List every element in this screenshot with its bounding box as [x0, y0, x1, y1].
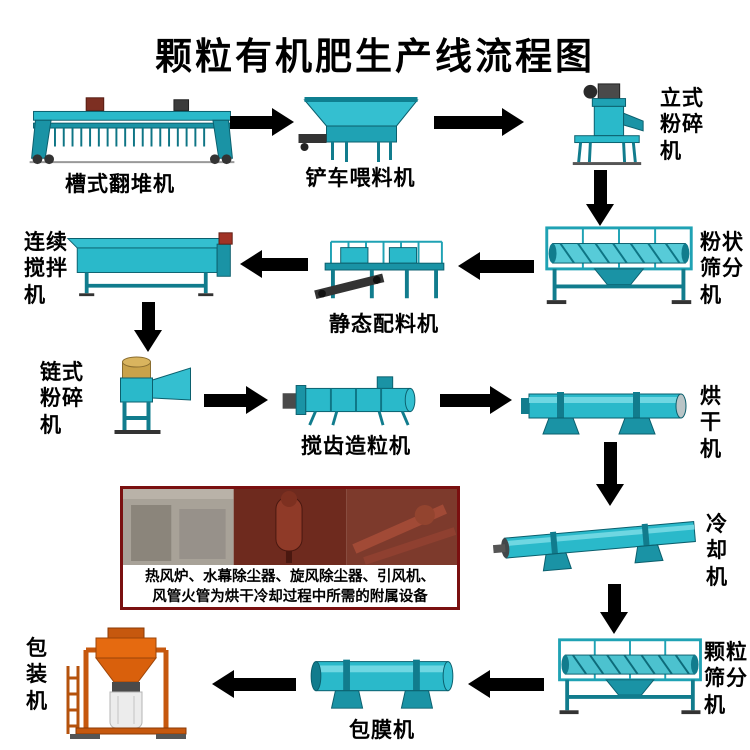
arrow-head — [600, 612, 628, 634]
node-loader-feeder — [298, 94, 424, 164]
auxiliary-equipment-photos — [123, 489, 457, 565]
node-dryer — [520, 380, 692, 440]
label-coating-machine: 包膜机 — [349, 719, 415, 742]
arrow-shaft — [234, 677, 296, 691]
arrow-head — [490, 386, 512, 414]
arrow-head — [212, 670, 234, 698]
auxiliary-equipment-note-box: 热风炉、水幕除尘器、旋风除尘器、引风机、 风管火管为烘干冷却过程中所需的附属设备 — [120, 486, 460, 610]
vertical-crusher-image — [572, 83, 644, 166]
arrow-shaft — [434, 115, 502, 129]
node-packing-machine — [56, 626, 206, 744]
chain-crusher-image — [114, 356, 191, 434]
node-powder-screener — [540, 224, 698, 306]
node-tooth-granulator — [280, 372, 432, 428]
loader-feeder-image — [298, 97, 419, 162]
arrow-shaft — [593, 170, 607, 204]
arrow-head — [272, 108, 294, 136]
arrow-head — [240, 250, 262, 278]
arrow-head — [468, 670, 490, 698]
arrow-chain-crusher-to-granulator — [204, 386, 268, 414]
arrow-shaft — [262, 257, 308, 271]
granule-screener-image — [558, 638, 702, 715]
static-batcher-image — [314, 240, 445, 300]
auxiliary-equipment-text: 热风炉、水幕除尘器、旋风除尘器、引风机、 风管火管为烘干冷却过程中所需的附属设备 — [123, 565, 457, 607]
arrow-turner-to-feeder — [230, 108, 294, 136]
arrow-head — [134, 330, 162, 352]
arrow-cooler-to-granule-screener — [600, 584, 628, 634]
node-coating-machine — [302, 648, 462, 714]
arrow-screener-to-coating — [468, 670, 544, 698]
arrow-head — [502, 108, 524, 136]
continuous-mixer-image — [66, 232, 233, 297]
label-vertical-crusher: 立式粉碎机 — [660, 87, 704, 163]
arrow-batcher-to-mixer — [240, 250, 308, 278]
arrow-coating-to-packing — [212, 670, 296, 698]
dryer-image — [521, 392, 687, 435]
arrow-dryer-to-cooler — [596, 442, 624, 506]
node-vertical-crusher — [556, 80, 656, 166]
arrow-head — [458, 252, 480, 280]
node-continuous-mixer — [64, 228, 236, 300]
arrow-shaft — [603, 442, 617, 484]
arrow-shaft — [440, 393, 490, 407]
label-tooth-granulator: 搅齿造粒机 — [301, 435, 411, 458]
powder-screener-image — [545, 226, 693, 305]
label-powder-screener: 粉状筛分机 — [700, 231, 744, 307]
coating-machine-image — [310, 659, 454, 709]
page-title: 颗粒有机肥生产线流程图 — [155, 36, 595, 77]
note-line-1: 热风炉、水幕除尘器、旋风除尘器、引风机、 — [145, 569, 435, 585]
trough-turner-image — [29, 97, 235, 165]
label-dryer: 烘干机 — [700, 385, 722, 461]
node-cooler — [492, 508, 704, 574]
label-loader-feeder: 铲车喂料机 — [305, 167, 416, 190]
label-trough-turner: 槽式翻堆机 — [65, 173, 175, 196]
arrow-shaft — [480, 259, 534, 273]
arrow-screener-to-batcher — [458, 252, 534, 280]
label-chain-crusher: 链式粉碎机 — [40, 361, 84, 437]
arrow-granulator-to-dryer — [440, 386, 512, 414]
arrow-shaft — [607, 584, 621, 612]
node-granule-screener — [550, 636, 710, 716]
label-continuous-mixer: 连续搅拌机 — [24, 231, 68, 307]
arrow-feeder-to-vertical-crusher — [434, 108, 524, 136]
arrow-head — [246, 386, 268, 414]
node-trough-turner — [28, 90, 236, 168]
node-static-batcher — [312, 234, 456, 306]
node-chain-crusher — [92, 354, 198, 438]
tooth-granulator-image — [282, 376, 416, 426]
label-cooler: 冷却机 — [706, 513, 728, 589]
label-granule-screener: 颗粒筛分机 — [704, 641, 748, 717]
arrow-shaft — [230, 115, 272, 129]
label-static-batcher: 静态配料机 — [329, 313, 439, 336]
label-packing-machine: 包装机 — [26, 637, 48, 713]
arrow-crusher-to-powder-screener — [586, 170, 614, 226]
cooler-image — [492, 521, 696, 572]
arrow-head — [586, 204, 614, 226]
packing-machine-image — [66, 627, 187, 739]
arrow-shaft — [141, 302, 155, 330]
arrow-shaft — [490, 677, 544, 691]
arrow-mixer-to-chain-crusher — [134, 302, 162, 352]
arrow-head — [596, 484, 624, 506]
note-line-2: 风管火管为烘干冷却过程中所需的附属设备 — [152, 588, 428, 605]
arrow-shaft — [204, 393, 246, 407]
